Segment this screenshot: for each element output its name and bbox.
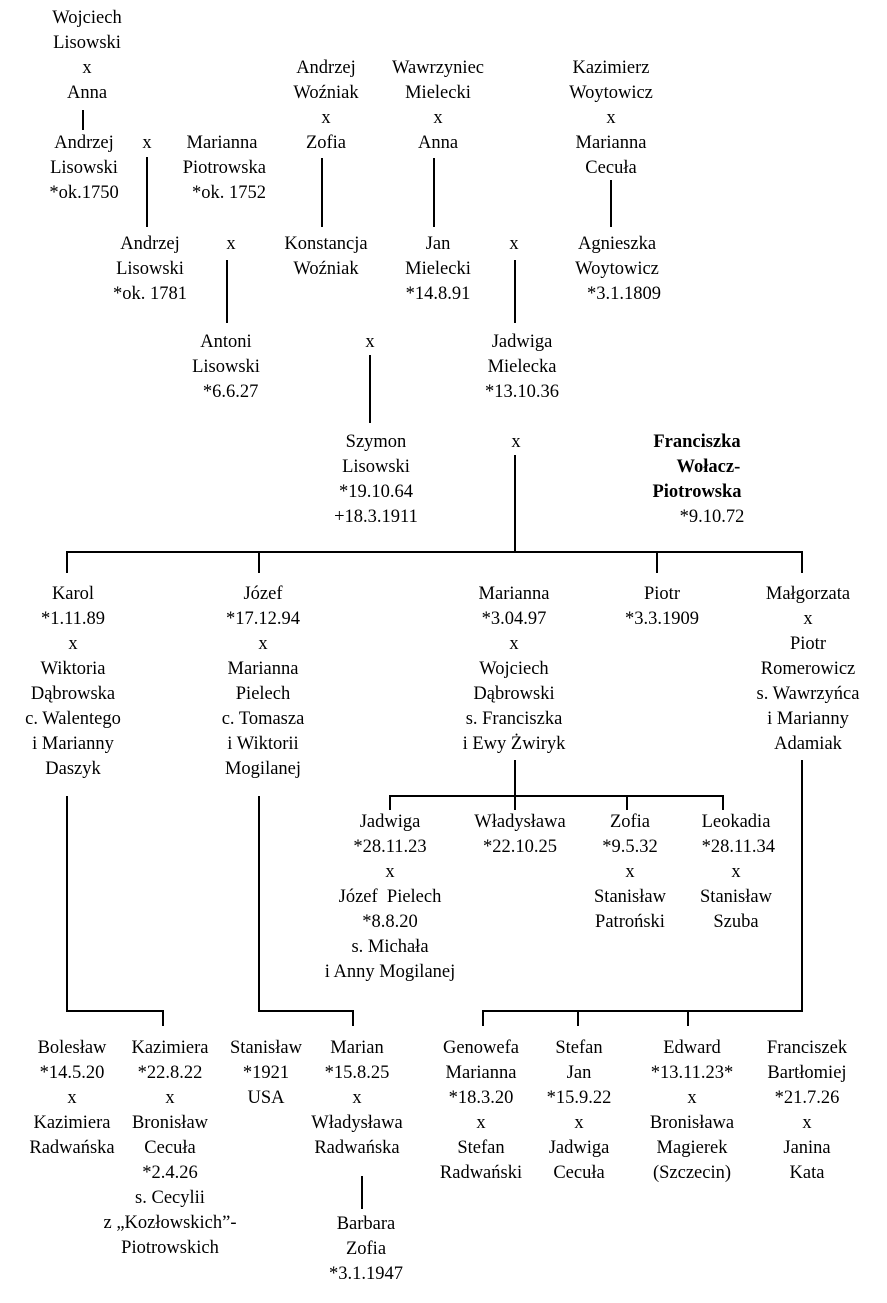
connector-line <box>656 551 658 573</box>
person-andrzej-junior: Andrzej Lisowski *ok. 1781 <box>113 234 187 304</box>
person-franciszka-date: *9.10.72 <box>679 507 745 527</box>
person-konstancja: Konstancja Woźniak <box>284 234 368 279</box>
connector-line <box>577 1010 579 1026</box>
connector-line <box>514 795 516 810</box>
person-jan-mielecki: Jan Mielecki *14.8.91 <box>405 234 471 304</box>
connector-line <box>433 158 435 227</box>
connector-line <box>321 158 323 227</box>
connector-line <box>66 1010 164 1012</box>
connector-line <box>258 796 260 1011</box>
connector-line <box>82 110 84 130</box>
connector-line <box>801 760 803 1011</box>
marriage-andrzej-marianna: x <box>142 133 152 153</box>
connector-line <box>226 260 228 323</box>
connector-line <box>66 551 803 553</box>
person-jozef: Józef *17.12.94 x Marianna Pielech c. To… <box>221 584 305 779</box>
connector-line <box>162 1010 164 1026</box>
person-jadwiga-mielecka: Jadwiga Mielecka *13.10.36 <box>485 332 559 402</box>
person-malgorzata: Małgorzata x Piotr Romerowicz s. Wawrzyń… <box>756 584 860 754</box>
person-piotr: Piotr *3.3.1909 <box>625 584 699 629</box>
person-kazimiera: Kazimiera *22.8.22 x Bronisław Cecuła *2… <box>103 1038 237 1258</box>
connector-line <box>389 795 724 797</box>
connector-line <box>482 1010 484 1026</box>
marriage-szymon-franciszka: x <box>511 432 521 452</box>
person-karol: Karol *1.11.89 x Wiktoria Dąbrowska c. W… <box>25 584 121 779</box>
person-wladyslawa-gc: Władysława *22.10.25 <box>474 812 566 857</box>
person-woytowicz-parents: Kazimierz Woytowicz x Marianna Cecuła <box>569 58 653 178</box>
connector-line <box>626 795 628 810</box>
person-franciszka: Franciszka Wołacz- Piotrowska <box>652 432 742 502</box>
person-stefan: Stefan Jan *15.9.22 x Jadwiga Cecuła <box>546 1038 612 1183</box>
person-marian: Marian *15.8.25 x Władysława Radwańska <box>311 1038 403 1158</box>
connector-line <box>514 760 516 796</box>
person-wozniak-parents: Andrzej Woźniak x Zofia <box>293 58 359 153</box>
connector-line <box>687 1010 689 1026</box>
connector-line <box>389 795 391 810</box>
person-barbara: Barbara Zofia *3.1.1947 <box>329 1214 403 1284</box>
connector-line <box>146 157 148 227</box>
connector-line <box>801 551 803 573</box>
person-andrzej-senior: Andrzej Lisowski *ok.1750 <box>49 133 119 203</box>
person-mielecki-parents: Wawrzyniec Mielecki x Anna <box>392 58 484 153</box>
person-agnieszka: Agnieszka Woytowicz *3.1.1809 <box>575 234 661 304</box>
connector-line <box>66 551 68 573</box>
connector-line <box>66 796 68 1011</box>
person-boleslaw: Bolesław *14.5.20 x Kazimiera Radwańska <box>29 1038 115 1158</box>
person-szymon: Szymon Lisowski *19.10.64 +18.3.1911 <box>334 432 418 527</box>
marriage-andrzej-konstancja: x <box>226 234 236 254</box>
person-zofia-gc: Zofia *9.5.32 x Stanisław Patroński <box>594 812 666 932</box>
person-edward: Edward *13.11.23* x Bronisława Magierek … <box>649 1038 735 1183</box>
person-jadwiga-gc: Jadwiga *28.11.23 x Józef Pielech *8.8.2… <box>324 812 456 982</box>
person-wojciech-anna: Wojciech Lisowski x Anna <box>52 8 122 103</box>
connector-line <box>361 1176 363 1209</box>
person-marianna-piotrowska: Marianna Piotrowska *ok. 1752 <box>182 133 266 203</box>
person-stanislaw: Stanisław *1921 USA <box>230 1038 302 1108</box>
connector-line <box>258 1010 354 1012</box>
person-leokadia-gc: Leokadia *28.11.34 x Stanisław Szuba <box>700 812 775 932</box>
connector-line <box>514 455 516 552</box>
person-antoni: Antoni Lisowski *6.6.27 <box>192 332 260 402</box>
connector-line <box>514 260 516 323</box>
person-marianna-child: Marianna *3.04.97 x Wojciech Dąbrowski s… <box>462 584 566 754</box>
connector-line <box>258 551 260 573</box>
marriage-antoni-jadwiga: x <box>365 332 375 352</box>
person-genowefa: Genowefa Marianna *18.3.20 x Stefan Radw… <box>439 1038 523 1183</box>
connector-line <box>610 180 612 227</box>
connector-line <box>352 1010 354 1026</box>
marriage-jan-agnieszka: x <box>509 234 519 254</box>
person-franciszek: Franciszek Bartłomiej *21.7.26 x Janina … <box>766 1038 848 1183</box>
connector-line <box>369 355 371 423</box>
connector-line <box>722 795 724 810</box>
connector-line <box>482 1010 803 1012</box>
